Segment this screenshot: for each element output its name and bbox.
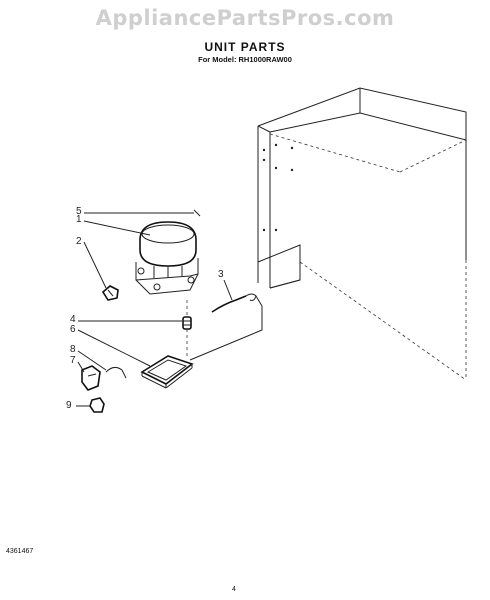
cabinet-holes [262, 143, 294, 232]
document-code: 4361467 [6, 548, 34, 555]
sensor-bulb [189, 293, 263, 361]
terminal-cover [89, 397, 105, 413]
callout-9: 9 [66, 400, 72, 411]
diagram-title: UNIT PARTS [204, 40, 286, 54]
start-relay-part [101, 285, 119, 301]
callout-8: 8 [70, 344, 76, 355]
callout-2: 2 [76, 236, 82, 247]
drain-pan-base [140, 355, 194, 389]
mounting-grommet [182, 300, 192, 356]
callout-3: 3 [218, 269, 224, 280]
callout-4: 4 [70, 314, 76, 325]
callout-1: 1 [76, 214, 82, 225]
callout-5: 5 [76, 206, 82, 217]
cabinet-housing [257, 87, 467, 381]
watermark-text: AppliancePartsPros.com [95, 6, 395, 30]
model-subtitle: For Model: RH1000RAW00 [198, 55, 292, 64]
retainer-clip [105, 366, 127, 379]
terminal-bracket [81, 365, 101, 391]
callout-7: 7 [70, 355, 76, 366]
page-number: 4 [232, 586, 236, 593]
callout-leaders [76, 209, 233, 407]
callout-6: 6 [70, 324, 76, 335]
compressor [135, 221, 199, 295]
